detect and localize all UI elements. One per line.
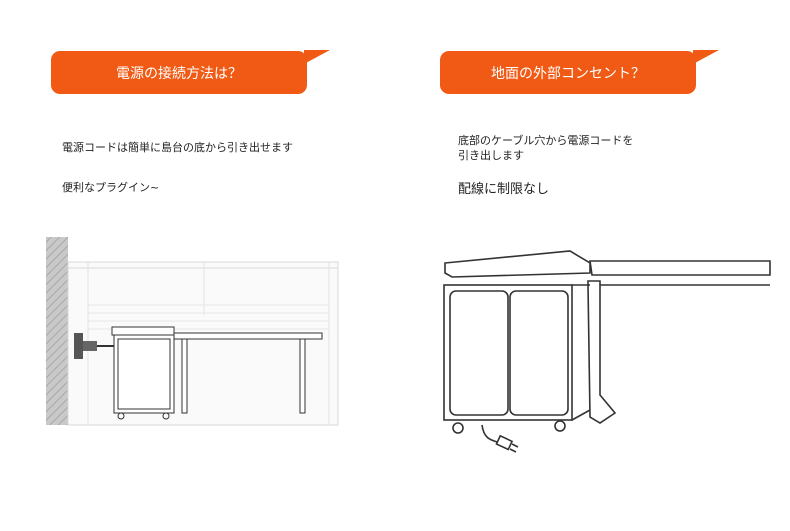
left-description: 電源コードは簡単に島台の底から引き出せます bbox=[62, 141, 293, 154]
heading-right-text: 地面の外部コンセント？ bbox=[491, 65, 645, 82]
right-subtext: 配線に制限なし bbox=[458, 182, 550, 197]
right-desk-illustration bbox=[443, 250, 771, 453]
heading-right-corner bbox=[693, 50, 719, 64]
left-subtext: 便利なプラグイン~ bbox=[62, 181, 160, 194]
heading-left-corner bbox=[304, 50, 330, 64]
right-description-line2: 引き出します bbox=[458, 149, 524, 162]
left-desk-illustration bbox=[46, 237, 339, 426]
section-heading-left: 電源の接続方法は？ bbox=[51, 51, 307, 94]
right-description-line1: 底部のケーブル穴から電源コードを bbox=[458, 134, 634, 147]
heading-left-text: 電源の接続方法は？ bbox=[116, 65, 242, 82]
wall bbox=[46, 237, 68, 425]
section-heading-right: 地面の外部コンセント？ bbox=[440, 51, 696, 94]
